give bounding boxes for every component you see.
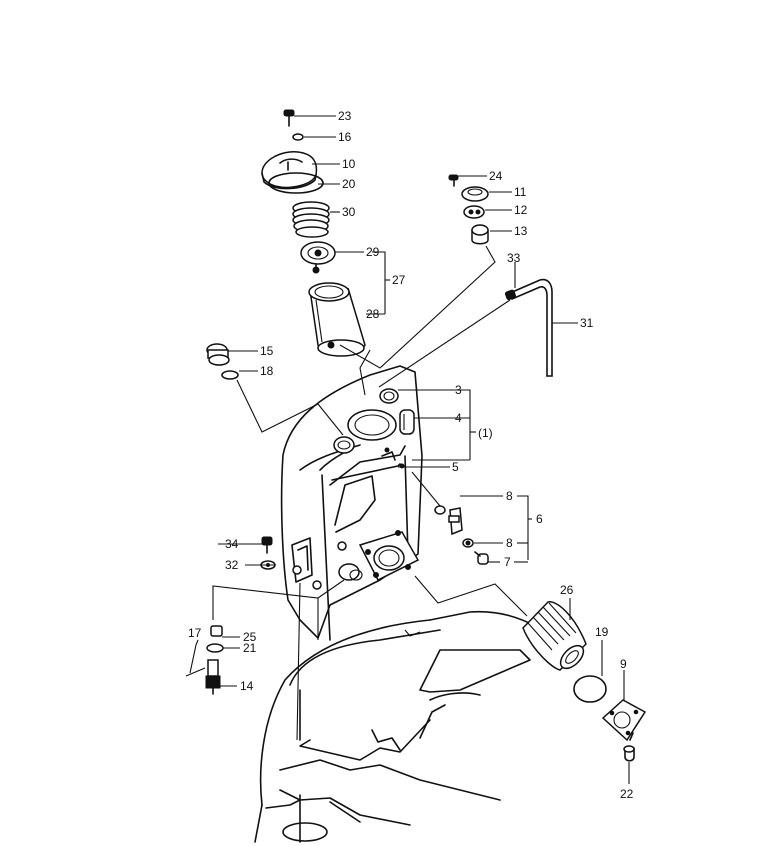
chassis-frame [254, 610, 541, 843]
label-29: 29 [366, 245, 380, 259]
label-7: 7 [504, 555, 511, 569]
label-26: 26 [560, 583, 574, 597]
label-4: 4 [455, 411, 462, 425]
label-3: 3 [455, 383, 462, 397]
label-21: 21 [243, 641, 257, 655]
breather-pipe [504, 278, 553, 377]
label-33: 33 [507, 251, 521, 265]
label-25: 25 [243, 630, 257, 644]
spring [292, 201, 330, 238]
label-11: 11 [514, 185, 527, 199]
drain-parts [185, 343, 276, 695]
label-8a: 8 [506, 489, 513, 503]
label-14: 14 [240, 679, 254, 693]
label-8b: 8 [506, 536, 513, 550]
label-1: (1) [478, 426, 493, 440]
valve-parts [434, 505, 489, 565]
leader-lines [195, 115, 630, 784]
label-22: 22 [620, 787, 634, 801]
label-34: 34 [225, 537, 239, 551]
label-24: 24 [489, 169, 503, 183]
label-5: 5 [452, 460, 459, 474]
label-13: 13 [514, 224, 528, 238]
part-labels: 23 16 10 20 30 29 27 28 24 11 12 13 33 3… [188, 109, 634, 801]
label-9: 9 [620, 657, 627, 671]
label-20: 20 [342, 177, 356, 191]
label-15: 15 [260, 344, 274, 358]
label-23: 23 [338, 109, 352, 123]
label-17: 17 [188, 626, 202, 640]
tank-body [280, 365, 423, 641]
label-16: 16 [338, 130, 352, 144]
cap-assembly [261, 109, 366, 357]
label-27: 27 [392, 273, 406, 287]
label-19: 19 [595, 625, 609, 639]
label-10: 10 [342, 157, 356, 171]
label-12: 12 [514, 203, 528, 217]
label-31: 31 [580, 316, 594, 330]
vent-parts [448, 174, 489, 245]
label-30: 30 [342, 205, 356, 219]
label-32: 32 [225, 558, 239, 572]
label-18: 18 [260, 364, 274, 378]
label-6: 6 [536, 512, 543, 526]
filter-parts [522, 601, 647, 762]
label-28: 28 [366, 307, 380, 321]
